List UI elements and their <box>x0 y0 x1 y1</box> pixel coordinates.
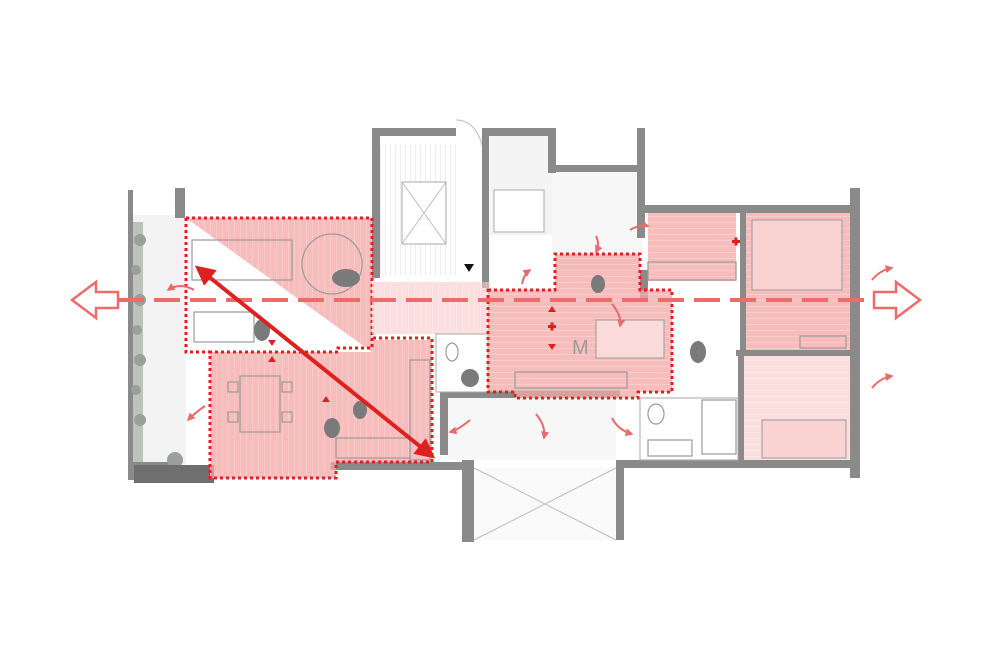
door-swings <box>166 220 894 440</box>
diagonal-view-arrow <box>194 265 436 459</box>
stair-symbol: M <box>572 337 589 359</box>
stair-core <box>376 119 642 280</box>
outline-arrow-right-icon <box>872 279 923 321</box>
bathroom-2 <box>639 397 739 461</box>
hall-zone <box>372 282 490 334</box>
bedroom-1-zone <box>647 213 737 281</box>
bathroom-1 <box>435 333 489 393</box>
outline-arrow-left-icon <box>69 279 120 321</box>
bedroom-2-zone <box>746 213 850 350</box>
markers <box>268 237 740 402</box>
red-cross-icon <box>548 322 556 331</box>
study-zone: M <box>486 252 674 400</box>
red-cross-icon <box>732 237 740 246</box>
common-corridor <box>448 398 617 541</box>
bedroom-3-zone <box>744 356 850 460</box>
terrace <box>128 190 186 480</box>
triangle-down-icon <box>464 264 474 272</box>
